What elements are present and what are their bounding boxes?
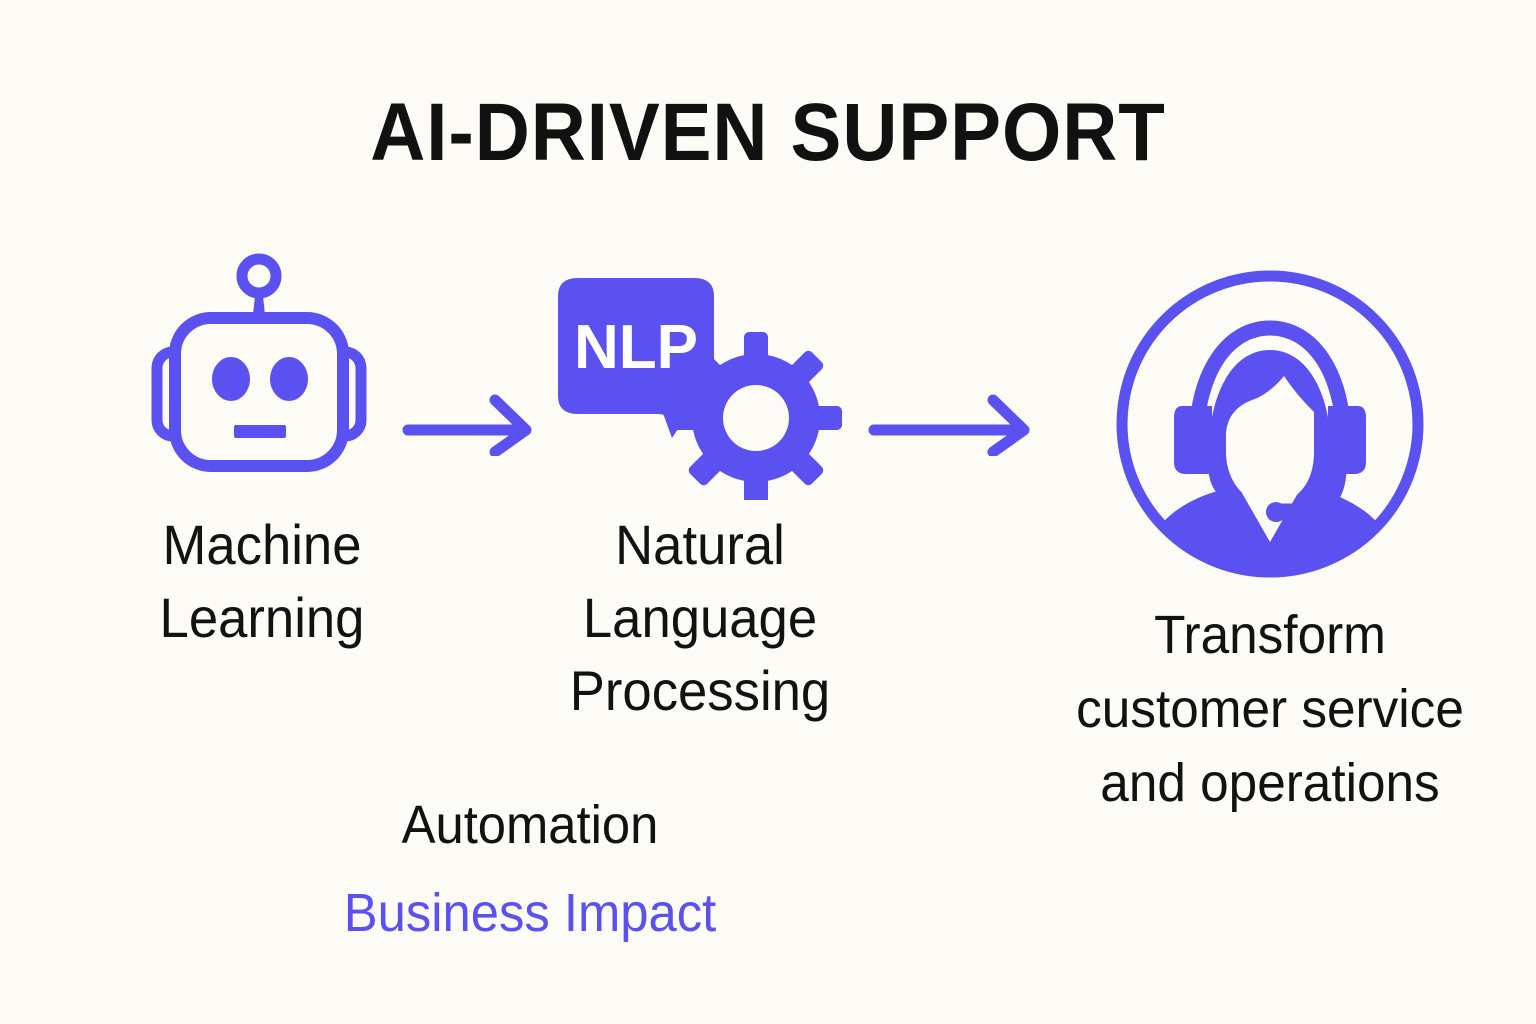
- caption-line: Machine: [162, 513, 362, 576]
- caption-line: Business Impact: [343, 883, 717, 943]
- nlp-badge-label: NLP: [574, 313, 698, 382]
- caption-line: Language: [582, 586, 818, 649]
- caption-line: customer service: [1076, 679, 1464, 739]
- arrow-right-icon: [868, 392, 1038, 456]
- arrow-right-icon: [402, 392, 540, 456]
- support-agent-headset-icon: [1112, 266, 1428, 582]
- label-business-impact: Business Impact: [295, 878, 765, 948]
- caption-line: Processing: [569, 659, 831, 722]
- label-automation: Automation: [295, 790, 765, 860]
- caption-line: Automation: [401, 795, 659, 855]
- caption-natural-language-processing: Natural Language Processing: [512, 508, 888, 727]
- caption-line: and operations: [1100, 753, 1440, 813]
- caption-line: Transform: [1154, 605, 1386, 665]
- caption-line: Learning: [159, 586, 365, 649]
- nlp-speech-bubble-gear-icon: NLP: [548, 270, 848, 500]
- caption-transform-outcome: Transform customer service and operation…: [1014, 598, 1527, 820]
- caption-machine-learning: Machine Learning: [102, 508, 422, 654]
- page-title: AI-DRIVEN SUPPORT: [370, 87, 1166, 178]
- caption-line: Natural: [615, 513, 785, 576]
- robot-icon: [148, 248, 370, 472]
